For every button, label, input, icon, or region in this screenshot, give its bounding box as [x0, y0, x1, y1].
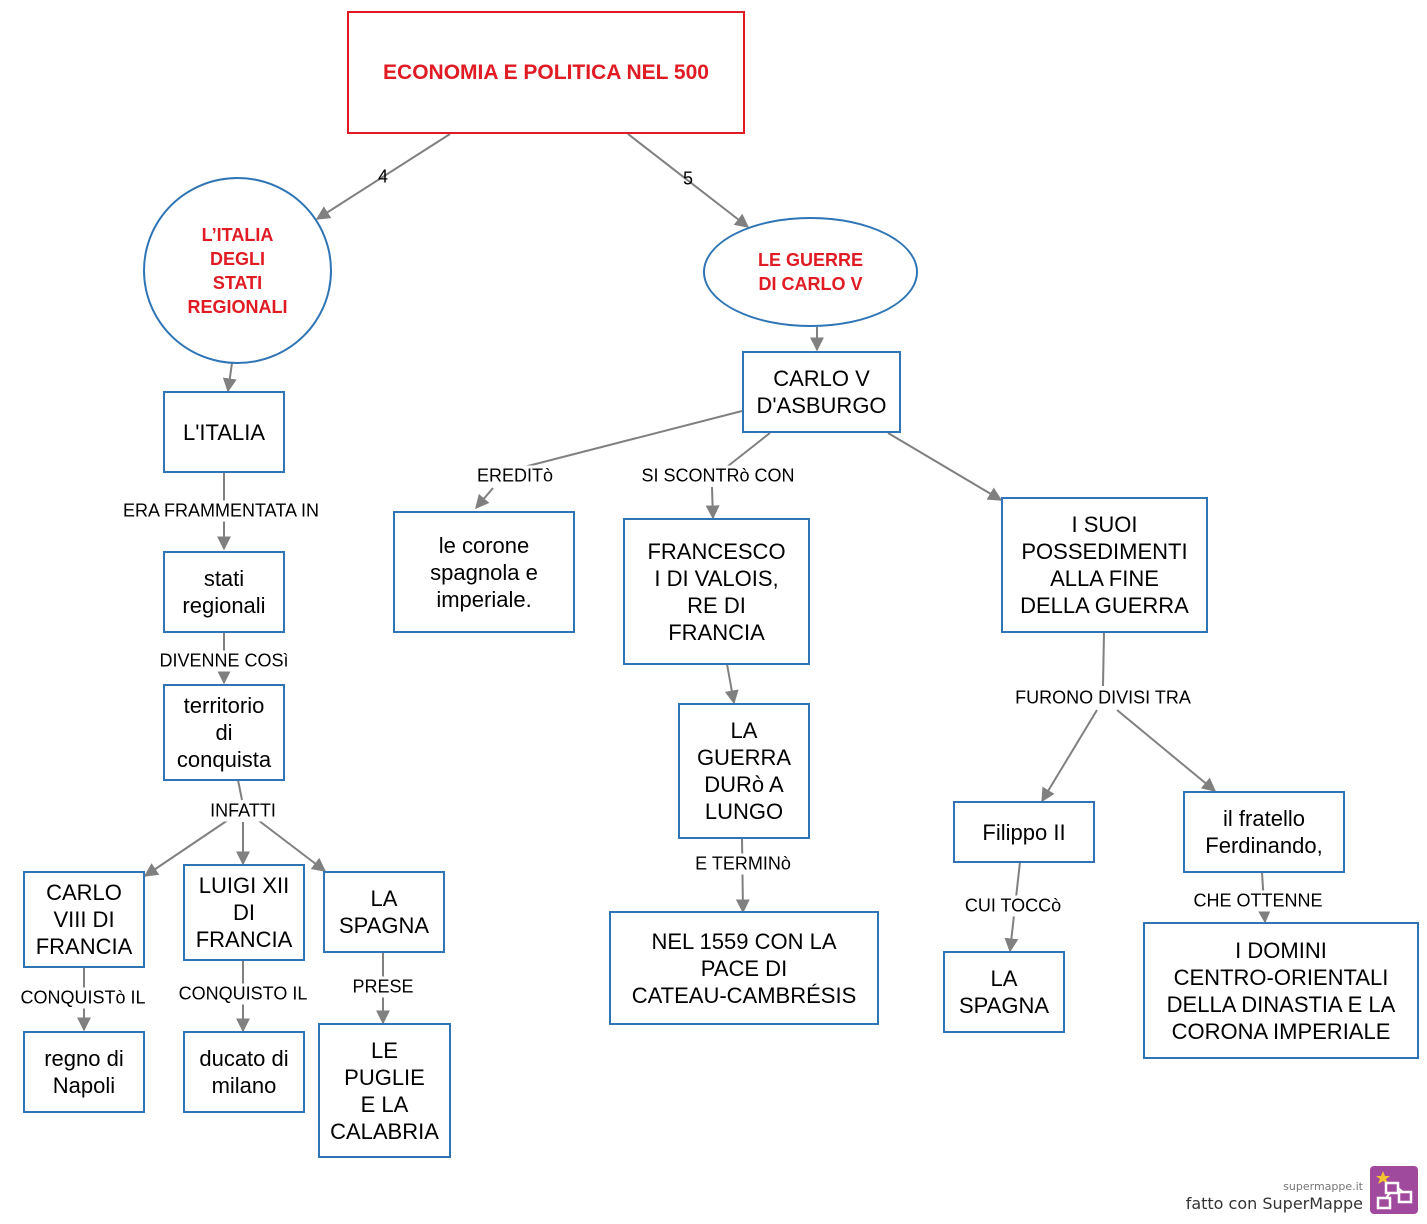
arrow-eredito-to-corone — [475, 487, 494, 510]
footer-site: supermappe.it — [1283, 1180, 1363, 1193]
node-stati-regionali[interactable]: stati regionali — [163, 551, 285, 633]
edge-label-4: 4 — [377, 166, 389, 187]
node-guerra-lungo[interactable]: LA GUERRA DURò A LUNGO — [678, 703, 810, 839]
footer-made-with[interactable]: fatto con SuperMappe — [1185, 1194, 1363, 1213]
edge-label-prese: PRESE — [350, 976, 416, 998]
arrow-divisi-to-fratello — [1116, 709, 1217, 792]
edge-label-5: 5 — [682, 168, 694, 189]
node-guerre-carlo-v[interactable]: LE GUERRE DI CARLO V — [703, 217, 918, 327]
node-filippo-ii[interactable]: Filippo II — [953, 801, 1095, 863]
edge-label-cui-tocco: CUI TOCCò — [962, 895, 1064, 917]
line-carlo-v-to-eredito — [519, 410, 743, 469]
edge-label-conquisto-luigi: CONQUISTO IL — [176, 983, 310, 1005]
line-carlo-v-to-scontro — [727, 432, 771, 467]
node-carlo-v[interactable]: CARLO V D'ASBURGO — [742, 351, 901, 433]
edge-label-eredito: EREDITò — [474, 465, 556, 487]
edge-label-termino: E TERMINò — [693, 853, 793, 875]
node-luigi-xii[interactable]: LUIGI XII DI FRANCIA — [183, 864, 305, 961]
arrow-francesco-to-guerra — [724, 663, 739, 705]
supermappe-logo-icon — [1370, 1166, 1418, 1214]
node-domini-centro-orientali[interactable]: I DOMINI CENTRO-ORIENTALI DELLA DINASTIA… — [1143, 922, 1419, 1059]
edge-label-frammentata: ERA FRAMMENTATA IN — [120, 500, 322, 522]
edge-label-scontro: SI SCONTRò CON — [639, 465, 797, 487]
node-corone[interactable]: le corone spagnola e imperiale. — [393, 511, 575, 633]
arrow-italia-stati-to-italia — [222, 362, 237, 393]
node-italia-stati-regionali[interactable]: L’ITALIA DEGLI STATI REGIONALI — [143, 177, 332, 364]
node-carlo-viii[interactable]: CARLO VIII DI FRANCIA — [23, 871, 145, 968]
node-francesco[interactable]: FRANCESCO I DI VALOIS, RE DI FRANCIA — [623, 518, 810, 665]
line-possedimenti-to-divisi — [1102, 631, 1105, 687]
edge-label-conquisto-carlo: CONQUISTò IL — [18, 987, 148, 1009]
edge-label-divisi: FURONO DIVISI TRA — [1013, 687, 1193, 709]
node-territorio-conquista[interactable]: territorio di conquista — [163, 684, 285, 781]
node-regno-napoli[interactable]: regno di Napoli — [23, 1031, 145, 1113]
node-la-spagna-left[interactable]: LA SPAGNA — [323, 871, 445, 953]
arrow-guerra-to-pace — [735, 837, 750, 914]
node-pace-cateau[interactable]: NEL 1559 CON LA PACE DI CATEAU-CAMBRÉSIS — [609, 911, 879, 1025]
map-title[interactable]: ECONOMIA E POLITICA NEL 500 — [347, 11, 745, 134]
node-italia[interactable]: L'ITALIA — [163, 391, 285, 473]
node-possedimenti[interactable]: I SUOI POSSEDIMENTI ALLA FINE DELLA GUER… — [1001, 497, 1208, 633]
node-ducato-milano[interactable]: ducato di milano — [183, 1031, 305, 1113]
node-puglie-calabria[interactable]: LE PUGLIE E LA CALABRIA — [318, 1023, 451, 1158]
node-la-spagna-right[interactable]: LA SPAGNA — [943, 951, 1065, 1033]
node-fratello-ferdinando[interactable]: il fratello Ferdinando, — [1183, 791, 1345, 873]
arrow-scontro-to-francesco — [705, 486, 720, 520]
edge-label-infatti: INFATTI — [208, 800, 278, 822]
edge-label-divenne: DIVENNE COSì — [157, 650, 291, 672]
arrow-divisi-to-filippo — [1041, 709, 1098, 803]
arrow-carlo-v-to-possedimenti — [887, 432, 1003, 501]
edge-label-che-ottenne: CHE OTTENNE — [1191, 890, 1325, 912]
line-territorio-to-infatti — [237, 779, 243, 801]
